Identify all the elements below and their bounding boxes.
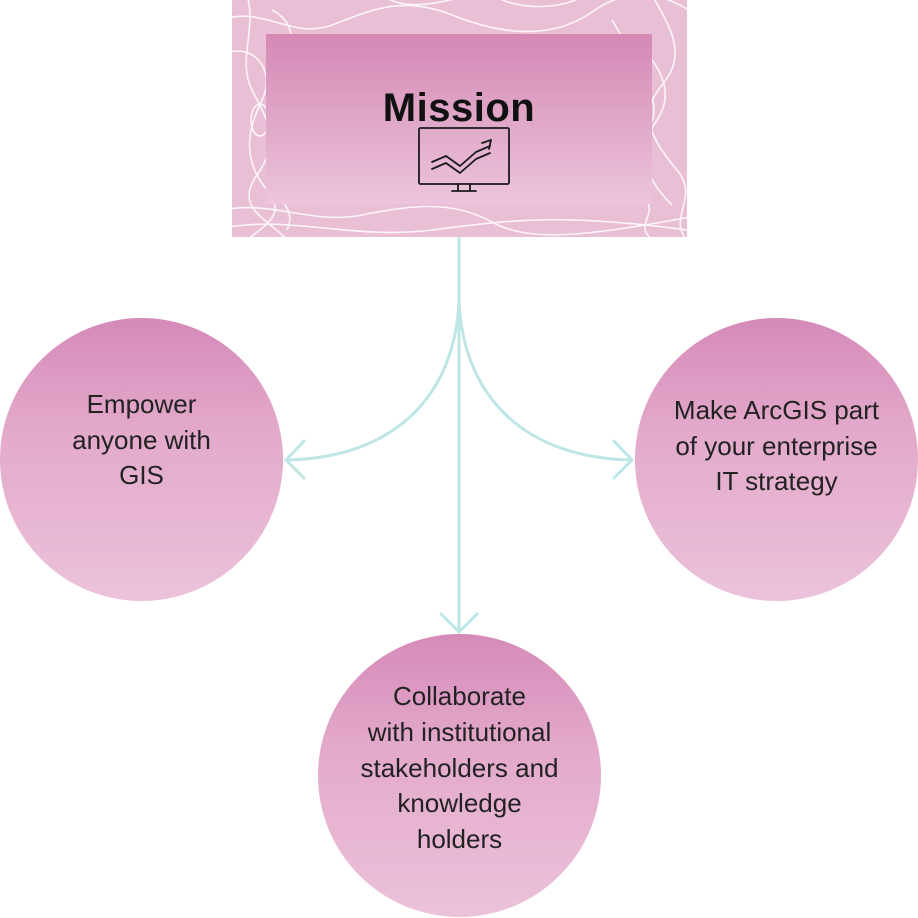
- mission-title-box: Mission: [266, 34, 652, 204]
- connector-left-curve: [285, 298, 461, 462]
- goal-label-collaborate: Collaborate with institutional stakehold…: [360, 680, 559, 855]
- arrow-down-head: [439, 612, 479, 634]
- goal-label-empower: Empower anyone with GIS: [72, 388, 211, 491]
- mission-title: Mission: [382, 86, 536, 130]
- arrow-left-head: [284, 439, 306, 480]
- goal-circle-arcgis-enterprise: Make ArcGIS part of your enterprise IT s…: [635, 318, 918, 601]
- connector-right-curve: [457, 298, 633, 462]
- goal-circle-collaborate: Collaborate with institutional stakehold…: [318, 634, 601, 917]
- monitor-trend-icon: [418, 127, 510, 192]
- arrow-right-head: [612, 439, 634, 480]
- goal-circle-empower: Empower anyone with GIS: [0, 318, 283, 601]
- goal-label-arcgis-enterprise: Make ArcGIS part of your enterprise IT s…: [673, 394, 880, 497]
